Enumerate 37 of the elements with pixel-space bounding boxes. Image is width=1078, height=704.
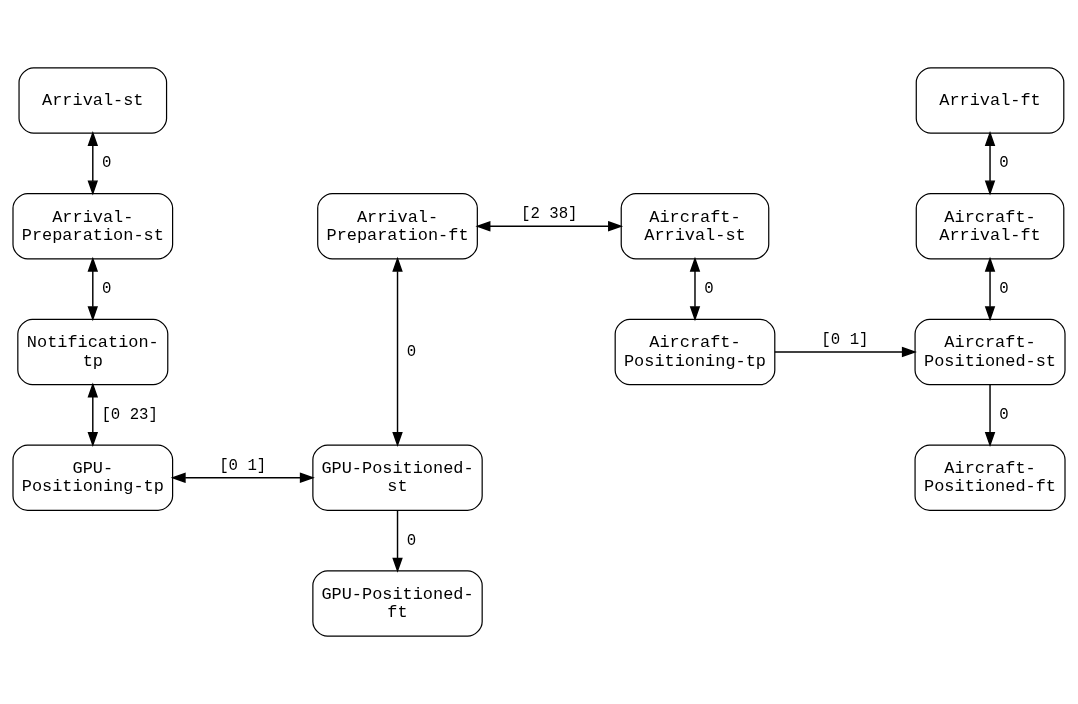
edge-label: 0 bbox=[704, 280, 714, 299]
edge-label: 0 bbox=[999, 154, 1009, 173]
arrow bbox=[689, 256, 701, 322]
node-box: Aircraft- Arrival-ft bbox=[915, 193, 1065, 260]
node-box: GPU- Positioning-tp bbox=[12, 444, 174, 511]
node-box: GPU-Positioned- st bbox=[312, 444, 483, 511]
arrow bbox=[87, 130, 99, 196]
arrow bbox=[170, 472, 315, 483]
node-box: GPU-Positioned- ft bbox=[312, 570, 483, 637]
edge-label: 0 bbox=[101, 154, 112, 173]
edge-label: 0 bbox=[406, 343, 417, 362]
edge-label: [0 1] bbox=[219, 456, 267, 475]
edge-label: [0 23] bbox=[101, 405, 158, 424]
arrow bbox=[392, 256, 403, 448]
edge-label: 0 bbox=[999, 405, 1009, 424]
arrow bbox=[475, 221, 624, 232]
node-box: Arrival-st bbox=[18, 67, 168, 134]
edge-label: 0 bbox=[101, 280, 112, 299]
node-box: Arrival- Preparation-ft bbox=[317, 193, 478, 260]
edge-label: [0 1] bbox=[821, 331, 869, 350]
node-box: Arrival-ft bbox=[915, 67, 1065, 134]
arrow bbox=[984, 130, 996, 196]
arrow bbox=[774, 346, 917, 358]
node-box: Aircraft- Arrival-st bbox=[620, 193, 770, 260]
arrow bbox=[87, 382, 99, 447]
arrow bbox=[87, 256, 99, 322]
edge-label: [2 38] bbox=[521, 205, 578, 224]
arrow bbox=[392, 509, 403, 573]
arrow bbox=[984, 256, 996, 322]
node-box: Aircraft- Positioning-tp bbox=[614, 318, 776, 386]
edge-label: 0 bbox=[999, 280, 1009, 299]
node-box: Aircraft- Positioned-ft bbox=[914, 444, 1066, 511]
edge-label: 0 bbox=[406, 531, 417, 550]
node-box: Arrival- Preparation-st bbox=[12, 193, 174, 260]
arrow bbox=[984, 383, 996, 447]
node-box: Aircraft- Positioned-st bbox=[914, 318, 1066, 386]
node-box: Notification- tp bbox=[17, 318, 169, 386]
